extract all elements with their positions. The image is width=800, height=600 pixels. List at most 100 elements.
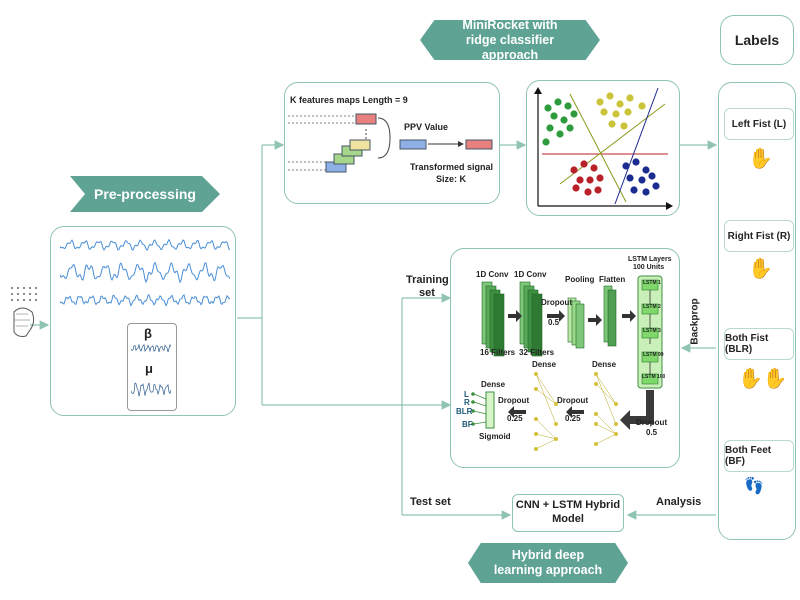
backprop-label: Backprop: [689, 298, 701, 345]
scatter-point: [544, 104, 552, 112]
scatter-point: [624, 108, 632, 116]
training-set-label: Training set: [406, 274, 449, 300]
dropout-label: Dropout: [541, 298, 573, 307]
minirocket-panel: [284, 82, 500, 204]
beta-wave: [131, 343, 171, 353]
scatter-point: [584, 188, 592, 196]
lstm-layers-label: LSTM Layers: [628, 256, 672, 263]
scatter-x-arrow: [666, 202, 673, 210]
scatter-point: [626, 94, 634, 102]
scatter-point: [542, 138, 550, 146]
size-label: Size: K: [436, 174, 467, 184]
dropout-left-label: Dropout: [498, 396, 530, 405]
mu-wave: [131, 382, 171, 397]
scatter-point: [648, 172, 656, 180]
scatter-point: [608, 120, 616, 128]
label-left-fist: Left Fist (L): [724, 108, 794, 140]
lstm-cell-1: LSTM 1: [643, 280, 661, 286]
output-r: R: [464, 398, 470, 407]
scatter-point: [606, 92, 614, 100]
eeg-signals: [60, 238, 230, 307]
dropout-mid-label: Dropout: [557, 396, 589, 405]
dense3-label: Dense: [481, 380, 506, 389]
scatter-point: [550, 112, 558, 120]
scatter-point: [580, 160, 588, 168]
lstm-cell-3: LSTM 3: [643, 328, 661, 334]
scatter-point: [564, 102, 572, 110]
right-hand-icon: ✋: [748, 258, 773, 280]
scatter-point: [612, 110, 620, 118]
pooling-label: Pooling: [565, 275, 595, 284]
analysis-label: Analysis: [656, 496, 702, 508]
cnn-architecture: [471, 275, 663, 451]
transformed-label: Transformed signal: [410, 162, 494, 172]
beta-label: β: [144, 326, 152, 341]
dropout-mid-value: 0.25: [565, 414, 581, 423]
left-hand-icon: ✋: [748, 148, 773, 170]
scatter-point: [626, 174, 634, 182]
boundary-blue: [614, 87, 659, 205]
scatter-point: [572, 184, 580, 192]
filters16-label: 16 Filters: [480, 348, 516, 357]
output-bf: BF: [462, 420, 473, 429]
mu-trace: [131, 382, 171, 397]
filters32-label: 32 Filters: [519, 348, 555, 357]
scatter-point: [642, 188, 650, 196]
kfeatures-label: K features maps Length = 9: [290, 95, 408, 105]
scatter-point: [556, 130, 564, 138]
scatter-point: [594, 186, 602, 194]
scatter-point: [576, 176, 584, 184]
feet-icon: 👣: [744, 478, 764, 495]
scatter-point: [596, 98, 604, 106]
lstm-cell-99: LSTM 99: [643, 352, 664, 358]
both-hands-icon: ✋✋: [738, 368, 788, 390]
scatter-point: [554, 98, 562, 106]
labels-title-box: Labels: [720, 15, 794, 65]
dropout-left-value: 0.25: [507, 414, 523, 423]
test-set-label: Test set: [410, 496, 451, 508]
dropout-right-value: 0.5: [646, 428, 658, 437]
scatter-point: [620, 122, 628, 130]
preprocessing-banner: Pre-processing: [70, 176, 220, 212]
dropout-right-label: Dropout: [636, 418, 668, 427]
dense1-label: Dense: [592, 360, 617, 369]
output-blr: BLR: [456, 407, 473, 416]
scatter-point: [642, 166, 650, 174]
eeg-trace-2: [60, 261, 230, 284]
scatter-point: [652, 182, 660, 190]
lstm-units-label: 100 Units: [633, 264, 665, 271]
dropout-value: 0.5: [548, 318, 560, 327]
scatter-point: [616, 100, 624, 108]
scatter-point: [596, 174, 604, 182]
scatter-point: [600, 108, 608, 116]
labels-title: Labels: [734, 32, 780, 48]
scatter-point: [622, 162, 630, 170]
dense2-label: Dense: [532, 360, 557, 369]
hybrid-banner: Hybrid deep learning approach: [468, 543, 628, 583]
scatter-point: [632, 158, 640, 166]
scatter-point: [590, 164, 598, 172]
scatter-point: [570, 166, 578, 174]
label-both-feet: Both Feet (BF): [724, 440, 794, 472]
ppv-label: PPV Value: [404, 122, 449, 132]
beta-trace: [131, 343, 171, 353]
kernel-maps: [288, 113, 493, 173]
band-box: [127, 323, 177, 411]
scatter-point: [638, 102, 646, 110]
lstm-cell-100: LSTM 100: [642, 374, 666, 380]
output-l: L: [464, 390, 469, 399]
sigmoid-label: Sigmoid: [479, 432, 511, 441]
conv1-label: 1D Conv: [476, 270, 509, 279]
lstm-cell-2: LSTM 2: [643, 304, 661, 310]
conv2-label: 1D Conv: [514, 270, 547, 279]
scatter-point: [560, 116, 568, 124]
scatter-point: [638, 176, 646, 184]
scatter-point: [570, 110, 578, 118]
ridge-scatter: [534, 87, 673, 210]
scatter-point: [566, 124, 574, 132]
model-label: CNN + LSTM Hybrid Model: [515, 499, 621, 525]
mu-label: μ: [145, 361, 153, 376]
scatter-point: [546, 124, 554, 132]
scatter-point: [630, 186, 638, 194]
